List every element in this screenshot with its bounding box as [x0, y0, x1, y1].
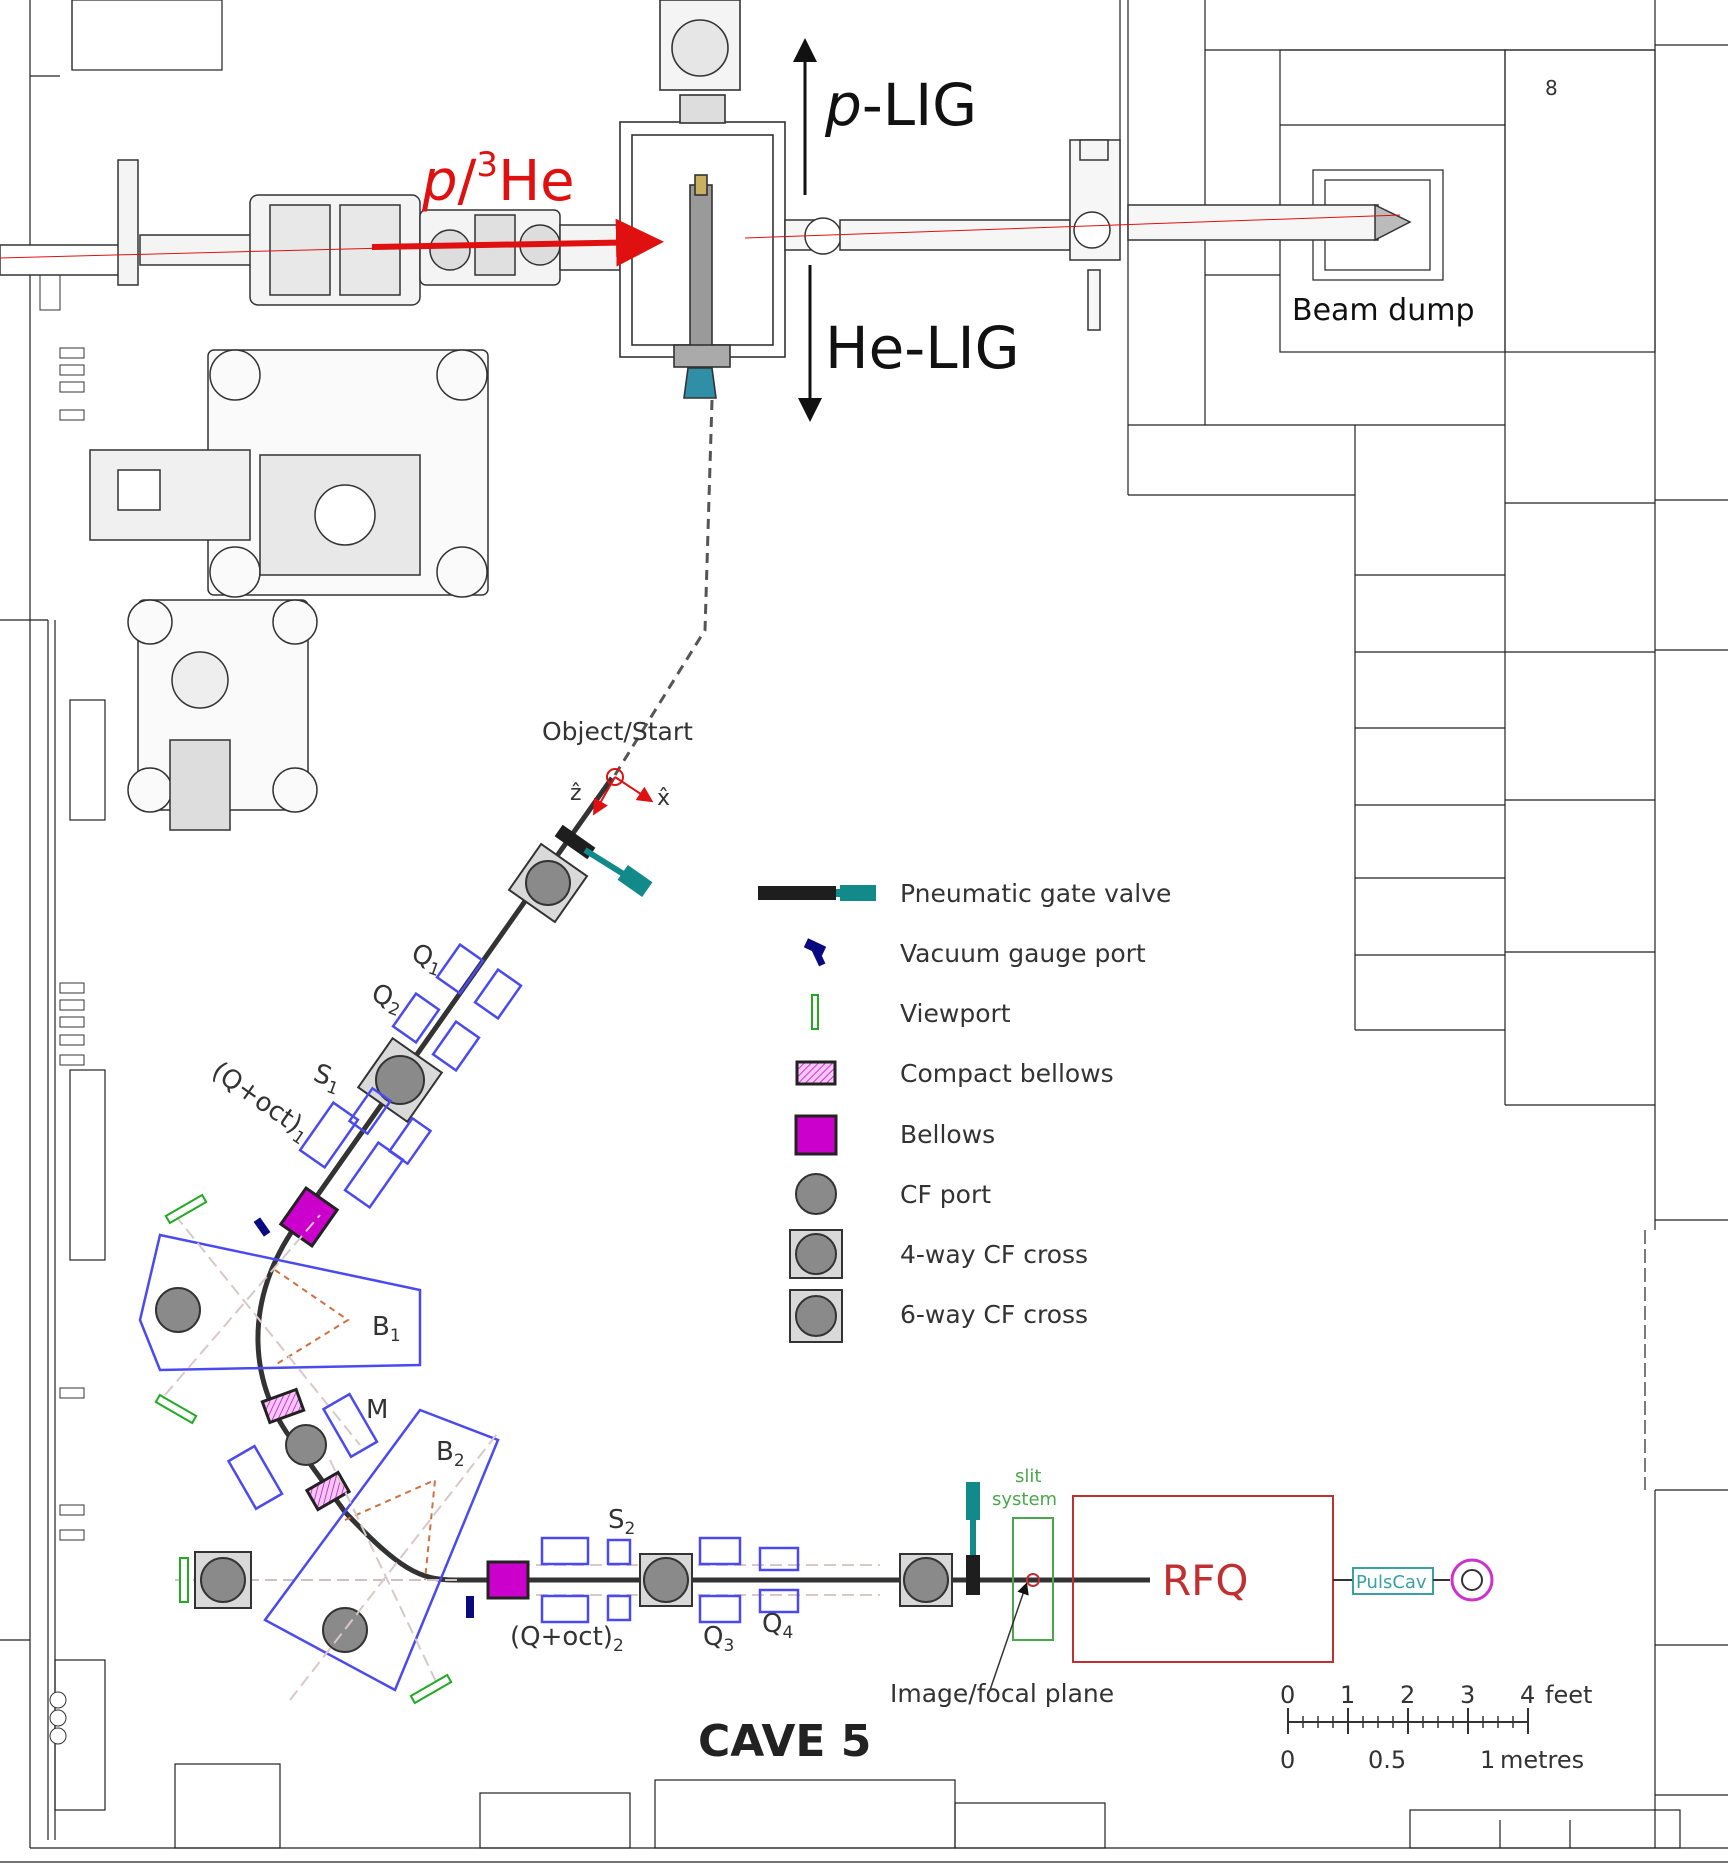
- qoct1-label: (Q+oct)1: [204, 1056, 317, 1149]
- downstream-beamline-cad: [784, 139, 1412, 331]
- quadrupoles-upper: [298, 942, 523, 1210]
- gauge-port-icon: [803, 938, 827, 967]
- b2-label: B2: [436, 1437, 465, 1471]
- rfq-label: RFQ: [1162, 1556, 1248, 1605]
- scale-feet-3: 3: [1460, 1681, 1475, 1709]
- slit-system-label-1: slit: [1015, 1466, 1041, 1487]
- s1-label: S1: [308, 1058, 345, 1099]
- compact-bellows-mid: [226, 1387, 379, 1512]
- rfq-section: [989, 1495, 1494, 1691]
- target-chamber: [619, 0, 786, 399]
- scale-bar: 0 1 2 3 4 feet 0 0.5 1 metres: [1280, 1681, 1592, 1774]
- scale-metre-1: 1: [1480, 1746, 1495, 1774]
- x-axis-label: x̂: [657, 786, 670, 811]
- scale-metre-unit: metres: [1500, 1746, 1584, 1774]
- wall-fittings: [39, 269, 85, 1745]
- slit-system-label-2: system: [992, 1489, 1057, 1510]
- legend-label-gate-valve: Pneumatic gate valve: [900, 879, 1171, 908]
- legend-label-cf-port: CF port: [900, 1180, 991, 1209]
- legend-label-bellows: Bellows: [900, 1120, 995, 1149]
- scale-metre-0: 0: [1280, 1746, 1295, 1774]
- legend-label-viewport: Viewport: [900, 999, 1011, 1028]
- optics-labels: Object/Start ẑ x̂ Q1 Q2 S1 (Q+oct)1 B1 M…: [204, 717, 1114, 1708]
- cf-port-icon: [795, 1173, 837, 1215]
- s2-label: S2: [608, 1505, 635, 1539]
- end-flange: [1450, 1558, 1494, 1602]
- q4-label: Q4: [762, 1609, 793, 1643]
- scale-feet-2: 2: [1400, 1681, 1415, 1709]
- scale-feet-4: 4: [1520, 1681, 1535, 1709]
- q1-label: Q1: [406, 938, 447, 981]
- cave-label: CAVE 5: [698, 1716, 871, 1767]
- legend-label-compact-bellows: Compact bellows: [900, 1059, 1114, 1088]
- dipole-b2: [263, 1408, 501, 1705]
- viewport-icon: [811, 994, 819, 1030]
- b1-label: B1: [372, 1312, 401, 1346]
- gate-valve-icon: [758, 885, 876, 901]
- floor-number: 8: [1545, 76, 1558, 100]
- bellows-upper: [253, 1185, 340, 1249]
- image-focal-plane-label: Image/focal plane: [890, 1679, 1114, 1708]
- scale-metre-05: 0.5: [1368, 1746, 1406, 1774]
- incoming-beam-arrow: [371, 218, 664, 267]
- compact-bellows-icon: [795, 1060, 837, 1086]
- bellows-icon: [794, 1114, 838, 1156]
- object-start-label: Object/Start: [542, 717, 693, 746]
- cf-cross-6-icon: [789, 1289, 843, 1343]
- gate-valve-top: [554, 824, 653, 897]
- transfer-line-dashed: [613, 399, 714, 776]
- support-rigs: [89, 349, 489, 831]
- legend-label-gauge-port: Vacuum gauge port: [900, 939, 1146, 968]
- scale-feet-0: 0: [1280, 1681, 1295, 1709]
- pulscav-label: PulsCav: [1356, 1572, 1427, 1593]
- cf-cross-4-icon: [789, 1229, 843, 1279]
- beam-species-label: p/3He: [421, 145, 575, 214]
- lower-leg: [466, 1482, 980, 1624]
- legend-label-cf-cross-4: 4-way CF cross: [900, 1240, 1088, 1269]
- legend-label-cf-cross-6: 6-way CF cross: [900, 1300, 1088, 1329]
- m-label: M: [366, 1395, 388, 1425]
- beam-dump-label: Beam dump: [1292, 293, 1475, 328]
- he-lig-label: He-LIG: [825, 314, 1020, 382]
- lig-arrows: [793, 38, 822, 422]
- z-axis-label: ẑ: [570, 781, 582, 806]
- beam-trace: [0, 214, 1401, 267]
- legend: Pneumatic gate valve Vacuum gauge port V…: [758, 879, 1171, 1343]
- dipole-b1: [138, 1193, 422, 1446]
- top-labels: p/3He p-LIG He-LIG Beam dump 8: [421, 71, 1558, 382]
- focal-point: [1026, 1573, 1040, 1587]
- q3-label: Q3: [703, 1622, 734, 1656]
- cf-cross-left: [179, 1551, 252, 1609]
- scale-feet-unit: feet: [1545, 1681, 1592, 1709]
- p-lig-label: p-LIG: [824, 71, 977, 139]
- qoct2-label: (Q+oct)2: [510, 1622, 624, 1656]
- slit-system-box: [1012, 1517, 1054, 1641]
- cf-cross-upper: [356, 842, 589, 1124]
- object-start-marker: [593, 768, 654, 816]
- scale-feet-1: 1: [1340, 1681, 1355, 1709]
